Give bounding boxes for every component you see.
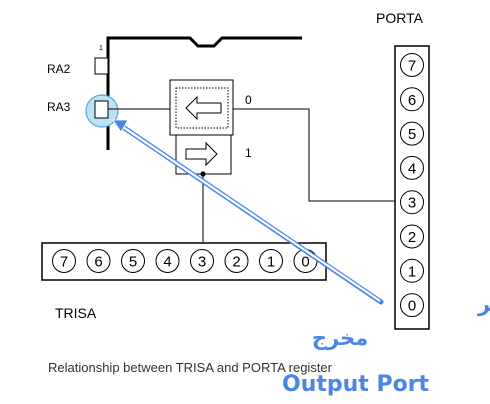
trisa-bit-label: 0 (301, 254, 309, 271)
right-arrow-icon (185, 141, 218, 167)
porta-bit-label: 7 (408, 58, 416, 75)
porta-bits: 7 6 5 4 3 2 1 0 (400, 53, 424, 318)
porta-bit-label: 0 (408, 298, 416, 315)
left-arrow-icon (185, 95, 222, 121)
porta-bit-circle (400, 258, 424, 283)
trisa-bits: 7 6 5 4 3 2 1 0 (52, 249, 318, 273)
porta-bit-label: 5 (408, 126, 416, 143)
annotation-english: Output Port (282, 372, 430, 397)
porta-bit-circle (400, 224, 424, 249)
porta-title: PORTA (376, 10, 424, 26)
annotation-arabic-line2: مخرج (312, 326, 368, 351)
trisa-bit-circle (259, 249, 283, 273)
trisa-bit-label: 1 (267, 254, 275, 271)
trisa-bit-label: 3 (198, 254, 206, 271)
ra2-pin (94, 57, 109, 75)
annotation-arabic-line1: فى هذه الحالة البت الثالثة تعتبر (477, 292, 490, 316)
trisa-bit-circle (121, 249, 145, 273)
label-zero: 0 (245, 93, 252, 107)
label-one: 1 (245, 146, 252, 160)
porta-bit-circle (400, 121, 424, 146)
figure-caption: Relationship between TRISA and PORTA reg… (48, 360, 333, 375)
ra3-pin (94, 100, 109, 119)
porta-bit-circle (400, 190, 424, 215)
junction-dot (200, 171, 206, 177)
porta-bit-label: 6 (408, 92, 416, 109)
ra3-label: RA3 (47, 100, 71, 114)
porta-bit-label: 4 (408, 160, 416, 177)
trisa-bit-circle (224, 249, 249, 273)
trisa-register-box (41, 242, 327, 281)
porta-bit-circle (400, 155, 424, 180)
trisa-bit-label: 4 (163, 254, 171, 271)
trisa-bit-circle (190, 249, 214, 273)
pin-number-label: 1 (99, 45, 103, 52)
porta-bit-label: 3 (408, 195, 416, 212)
trisa-bit-circle (52, 249, 76, 273)
chip-outline (106, 36, 302, 150)
porta-bit-circle (400, 87, 424, 112)
porta-bit-circle (400, 53, 424, 77)
porta-bit-circle (400, 293, 424, 318)
ra2-label: RA2 (47, 62, 71, 76)
annotation-arrow-inner (119, 124, 381, 302)
porta-bit-label: 1 (408, 263, 416, 280)
trisa-bit-label: 7 (60, 254, 68, 271)
trisa-bit-label: 2 (232, 254, 240, 271)
trisa-bit-label: 6 (94, 254, 102, 271)
trisa-title: TRISA (55, 305, 97, 321)
annotation-arrowhead-icon (112, 119, 129, 133)
porta-bit3-wire (233, 108, 395, 202)
trisa-bit-circle (155, 249, 180, 273)
trisa-bit-circle (86, 249, 111, 273)
porta-bit-label: 2 (408, 229, 416, 246)
trisa-bit-label: 5 (129, 254, 137, 271)
